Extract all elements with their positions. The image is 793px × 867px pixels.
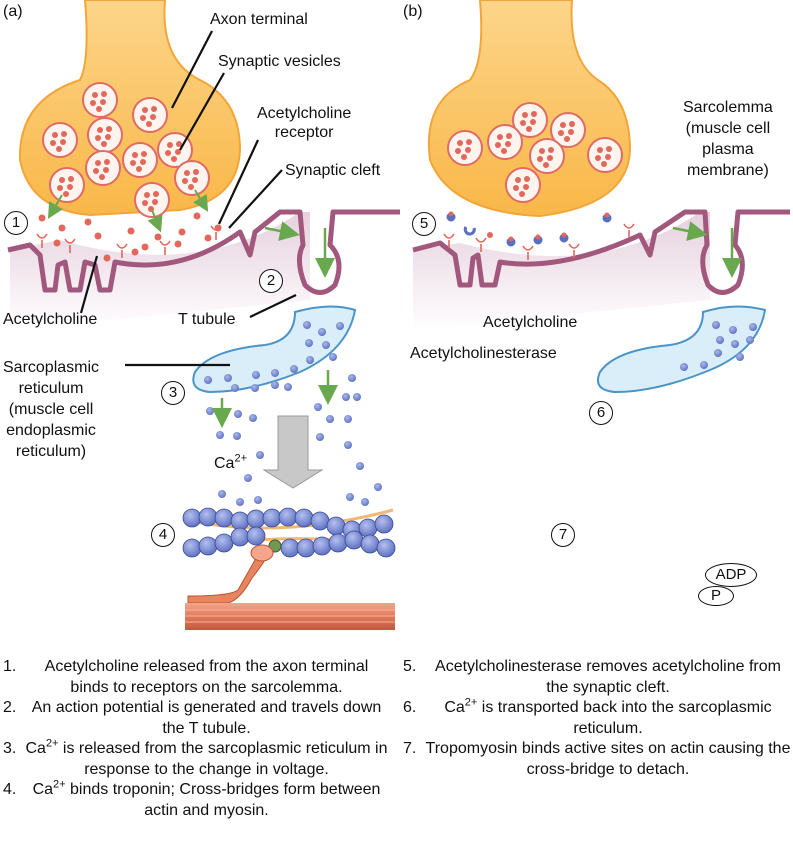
step-5-marker: 5 (412, 212, 436, 236)
label-axon-terminal: Axon terminal (210, 11, 308, 28)
leader-lines-a (79, 30, 297, 367)
step-1-marker: 1 (4, 211, 28, 235)
sarcoplasmic-reticulum (192, 305, 357, 394)
caption-7: 7.Tropomyosin binds active sites on acti… (403, 740, 791, 778)
label-acetylcholine-b: Acetylcholine (483, 314, 578, 331)
label-calcium: Ca2+ (214, 452, 247, 472)
caption-6: 6.Ca2+ is transported back into the sarc… (403, 696, 772, 737)
panel-b-drawing (412, 0, 790, 394)
caption-4: 4.Ca2+ binds troponin; Cross-bridges for… (3, 778, 381, 819)
step-4-marker: 4 (151, 523, 175, 547)
adp-badge: ADP (705, 563, 757, 587)
sarcolemma-b (412, 209, 790, 295)
captions-left: 1.Acetylcholine released from the axon t… (3, 657, 388, 821)
caption-5: 5.Acetylcholinesterase removes acetylcho… (403, 658, 781, 696)
step-3-marker: 3 (161, 381, 185, 405)
label-synaptic-cleft: Synaptic cleft (285, 162, 381, 179)
caption-3: 3.Ca2+ is released from the sarcoplasmic… (3, 737, 388, 778)
step-7-marker: 7 (551, 523, 575, 547)
panel-a-tag: (a) (3, 3, 23, 20)
process-arrow (262, 415, 324, 489)
sarcolemma (7, 209, 400, 295)
label-acetylcholinesterase: Acetylcholinesterase (410, 345, 557, 362)
captions-right: 5.Acetylcholinesterase removes acetylcho… (403, 657, 791, 780)
sarcoplasmic-reticulum-b (596, 305, 767, 394)
step-2-marker: 2 (259, 269, 283, 293)
phosphate-badge: P (698, 586, 734, 606)
caption-2: 2.An action potential is generated and t… (3, 699, 382, 737)
label-synaptic-vesicles: Synaptic vesicles (218, 53, 341, 70)
label-sarcolemma: Sarcolemma (muscle cell plasma membrane) (683, 99, 773, 179)
label-ach-receptor: Acetylcholine receptor (257, 105, 352, 141)
panel-b-tag: (b) (403, 3, 423, 20)
label-t-tubule: T tubule (178, 311, 236, 328)
step-6-marker: 6 (589, 401, 613, 425)
label-acetylcholine-a: Acetylcholine (3, 311, 98, 328)
label-sarcoplasmic-reticulum: Sarcoplasmic reticulum (muscle cell endo… (3, 359, 100, 460)
caption-1: 1.Acetylcholine released from the axon t… (3, 658, 369, 696)
